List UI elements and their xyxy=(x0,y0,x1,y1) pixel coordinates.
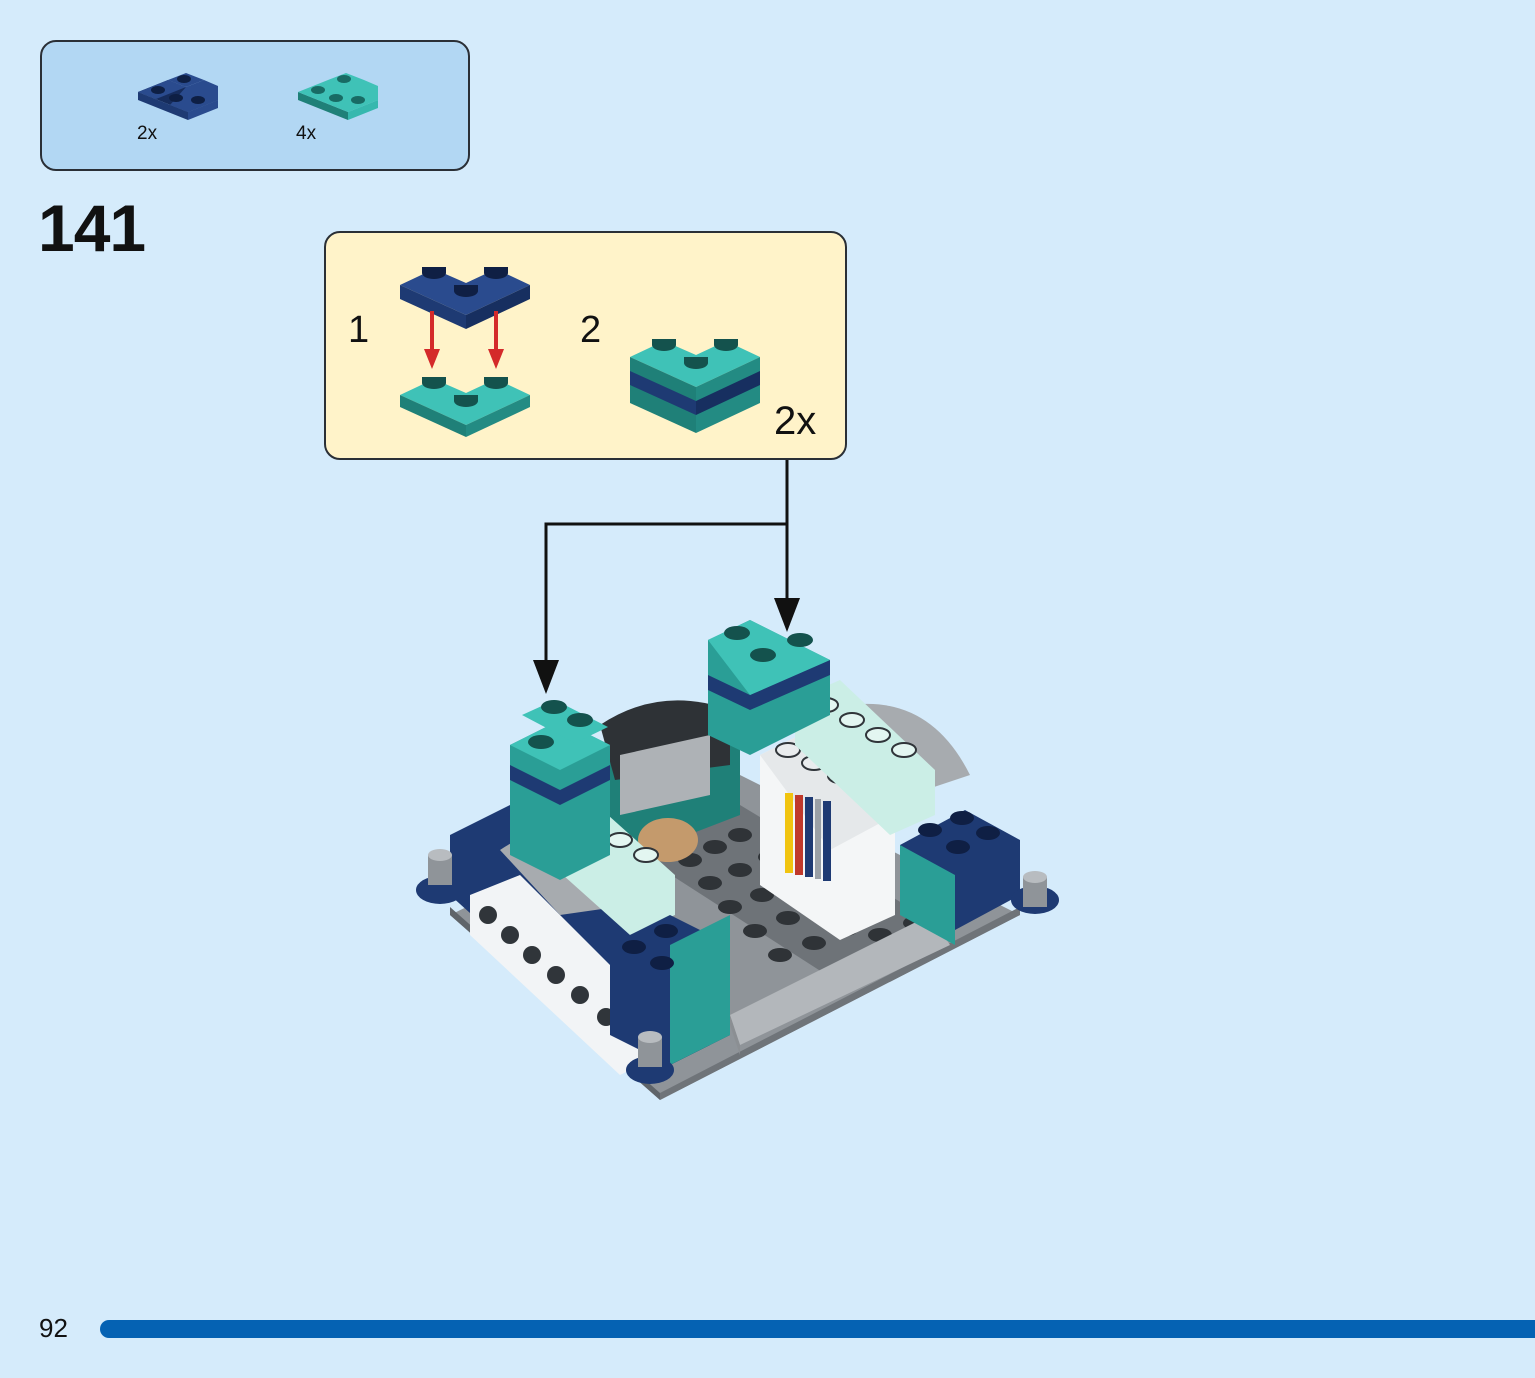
page-number: 92 xyxy=(39,1313,68,1343)
page-progress-bar xyxy=(100,1320,1535,1338)
substep-1-assembly-icon xyxy=(396,257,536,447)
part-qty-teal: 4x xyxy=(296,123,317,144)
substep-number-1: 1 xyxy=(348,309,370,351)
teal-corner-plate-icon xyxy=(294,70,380,124)
model-build-illustration xyxy=(410,615,1060,1115)
part-qty-dark-blue: 2x xyxy=(137,123,158,144)
substep-callout: 1 2 xyxy=(324,231,847,460)
step-number: 141 xyxy=(38,191,146,265)
dark-blue-corner-plate-icon xyxy=(134,70,220,124)
arrow-head-right xyxy=(774,598,800,632)
parts-list-box: 2x 4x xyxy=(40,40,470,171)
arrow-head-left xyxy=(533,660,559,694)
substep-multiplier: 2x xyxy=(774,399,817,443)
substep-number-2: 2 xyxy=(580,309,602,351)
substep-2-stack-icon xyxy=(626,329,766,441)
